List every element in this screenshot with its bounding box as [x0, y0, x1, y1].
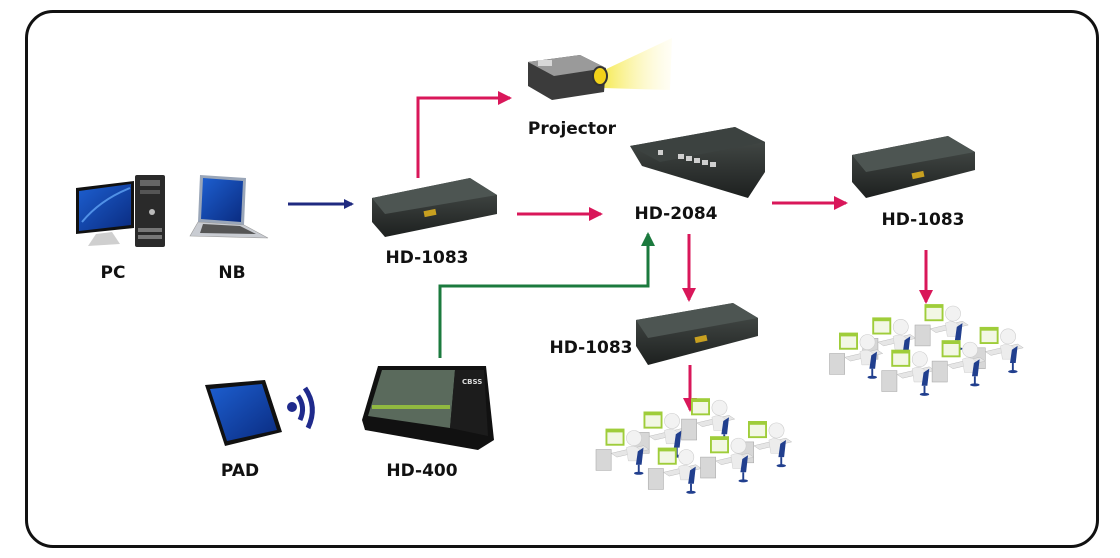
- hdbaset-extender-icon[interactable]: [636, 303, 758, 365]
- node-label-hd1083-right: HD-1083: [881, 210, 965, 230]
- edge-hd400-to-hd2084: [438, 232, 655, 358]
- classroom-workstations-icon: [828, 303, 1025, 397]
- hdbaset-extender-icon[interactable]: [852, 136, 975, 198]
- desktop-computer-icon[interactable]: [76, 175, 165, 247]
- laptop-icon[interactable]: [189, 175, 269, 239]
- wifi-icon: [287, 386, 315, 430]
- control-panel-icon[interactable]: CBSS: [362, 366, 494, 450]
- node-label-hd400: HD-400: [386, 461, 458, 481]
- node-label-hd2084: HD-2084: [634, 204, 718, 224]
- node-label-projector: Projector: [527, 119, 617, 139]
- matrix-switcher-icon[interactable]: [630, 127, 765, 198]
- tablet-icon[interactable]: [205, 380, 282, 446]
- node-label-pad: PAD: [220, 461, 260, 481]
- classroom-workstations-icon: [595, 397, 793, 495]
- node-label-pc: PC: [100, 263, 126, 283]
- hdbaset-extender-icon[interactable]: [372, 178, 497, 237]
- edge-hd1083-to-projector: [416, 91, 512, 178]
- projector-icon[interactable]: [528, 38, 672, 100]
- diagram-frame: [25, 10, 1099, 548]
- node-label-hd1083-source: HD-1083: [385, 248, 469, 268]
- svg-text:CBSS: CBSS: [462, 378, 482, 386]
- node-label-nb: NB: [218, 263, 246, 283]
- node-label-hd1083-mid: HD-1083: [549, 338, 633, 358]
